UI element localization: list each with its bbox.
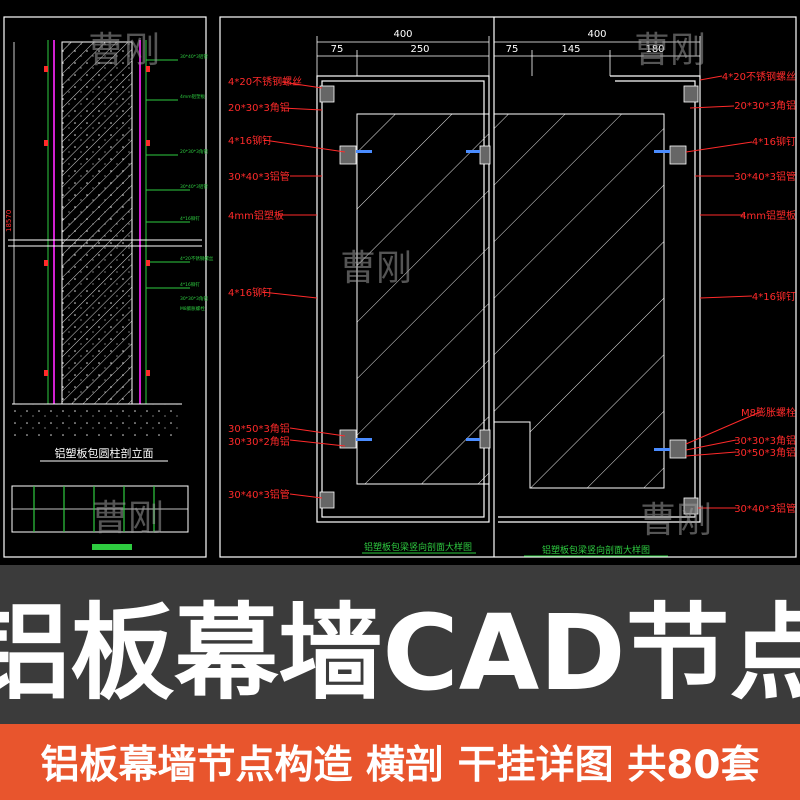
right-label-3: 30*40*3铝管	[734, 170, 796, 183]
mid-label-2: 4*16铆钉	[228, 134, 272, 147]
right-dim-d1: 75	[506, 44, 519, 55]
mid-label-1: 20*30*3角铝	[228, 102, 290, 114]
left-label-8: M8膨胀螺栓	[180, 305, 205, 312]
mid-dim-total: 400	[393, 29, 412, 40]
right-dim-d2: 145	[561, 44, 580, 55]
right-dim-d3: 180	[645, 44, 664, 55]
mid-dim-d2: 250	[410, 44, 429, 55]
left-label-3: 30*40*3铝管	[180, 183, 208, 190]
watermark-2: 曹刚	[634, 30, 706, 71]
mid-drawing-caption: 铝塑板包梁竖向剖面大样图	[364, 541, 472, 553]
right-dim-total: 400	[587, 29, 606, 40]
watermarks: 曹刚 曹刚 曹刚 曹刚 曹刚	[88, 30, 712, 541]
left-label-6: 4*16铆钉	[180, 281, 200, 288]
watermark-4: 曹刚	[92, 498, 164, 539]
right-label-1: 20*30*3角铝	[734, 100, 796, 112]
right-label-9: 30*40*3铝管	[734, 502, 796, 515]
mid-label-0: 4*20不锈钢螺丝	[228, 75, 302, 88]
right-label-2: 4*16铆钉	[752, 135, 796, 148]
left-callout-labels: 30*40*3铝管 4mm铝塑板 20*30*3角铝 30*40*3铝管 4*16铆钉 4…	[180, 53, 214, 312]
mid-label-5: 4*16铆钉	[228, 286, 272, 299]
mid-label-4: 4mm铝塑板	[228, 209, 284, 222]
mid-label-7: 30*30*2角铝	[228, 436, 290, 448]
right-label-8: 30*50*3角铝	[734, 447, 796, 459]
mid-label-6: 30*50*3角铝	[228, 423, 290, 435]
left-label-2: 20*30*3角铝	[180, 148, 208, 155]
right-beam-section: 400 75 145 180 4*20不锈钢螺丝 20*30*3角铝 4*16铆…	[493, 29, 796, 557]
left-label-0: 30*40*3铝管	[180, 53, 208, 60]
mid-label-8: 30*40*3铝管	[228, 488, 290, 501]
left-label-4: 4*16铆钉	[180, 215, 200, 222]
left-label-5: 4*20不锈钢螺丝	[180, 255, 214, 262]
banner-title: 铝板幕墙CAD节点	[0, 592, 800, 714]
banner-subtitle: 铝板幕墙节点构造 横剖 干挂详图 共80套	[40, 743, 760, 788]
mid-dim-d1: 75	[331, 44, 344, 55]
subtitle-bar	[0, 724, 800, 800]
title-banner	[0, 565, 800, 725]
left-height-dim: 18570	[5, 210, 13, 232]
mid-label-3: 30*40*3铝管	[228, 170, 290, 183]
left-label-1: 4mm铝塑板	[180, 93, 206, 100]
watermark-5: 曹刚	[640, 500, 712, 541]
mid-beam-section: 400 75 250 4*20不锈钢螺丝 20*30*3角铝 4*16铆钉 30…	[228, 29, 491, 554]
watermark-1: 曹刚	[88, 30, 160, 71]
right-label-4: 4mm铝塑板	[740, 209, 796, 222]
right-label-5: 4*16铆钉	[752, 290, 796, 303]
right-label-6: M8膨胀螺栓	[741, 406, 796, 419]
right-label-0: 4*20不锈钢螺丝	[722, 70, 796, 83]
watermark-3: 曹刚	[340, 248, 412, 289]
left-column-elevation: 18570 铝塑板包圆柱剖立面	[5, 40, 202, 550]
left-label-7: 30*30*3角铝	[180, 295, 208, 302]
right-label-7: 30*30*3角铝	[734, 435, 796, 447]
right-drawing-caption: 铝塑板包梁竖向剖面大样图	[542, 544, 650, 556]
left-drawing-caption: 铝塑板包圆柱剖立面	[55, 446, 154, 460]
